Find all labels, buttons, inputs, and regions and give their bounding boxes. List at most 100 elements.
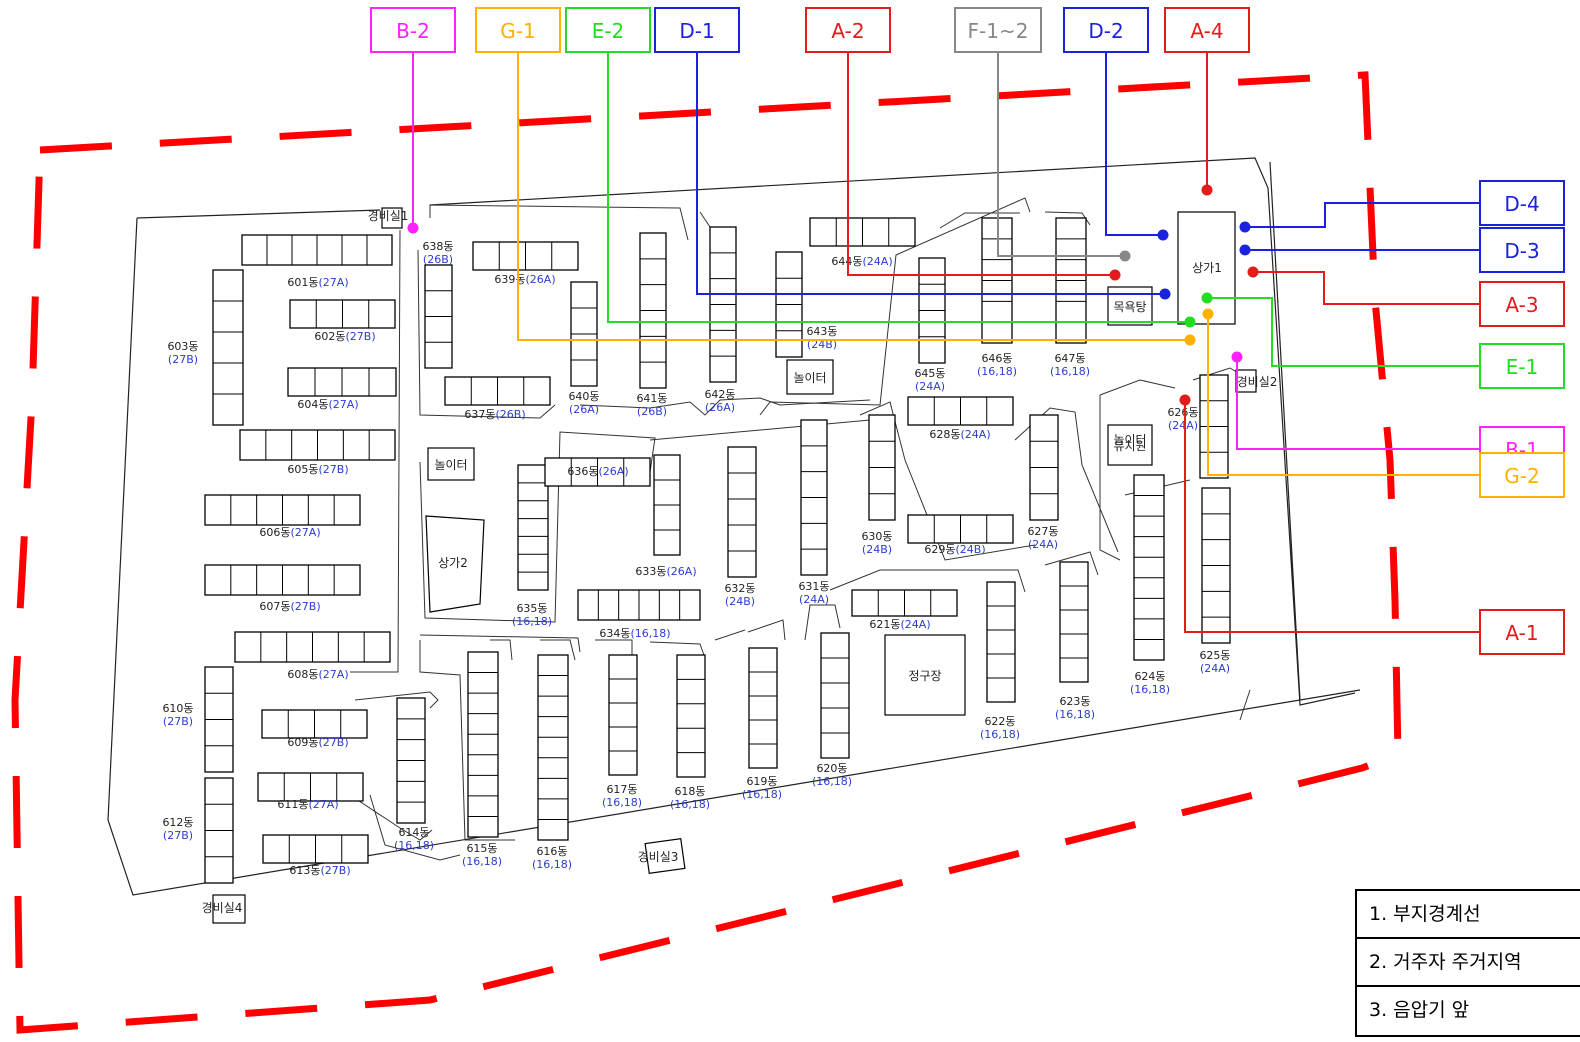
facility-guard3-label: 경비실3	[638, 850, 679, 864]
building-626: 626동(24A)	[1167, 374, 1229, 479]
building-614-name: 614동	[398, 826, 429, 839]
label-text: E-1	[1506, 355, 1539, 379]
road-line	[350, 229, 401, 673]
building-622-name: 622동	[984, 715, 1015, 728]
building-634-type: (16,18)	[631, 627, 671, 640]
building-646-type: (16,18)	[977, 365, 1017, 378]
building-613-label: 613동(27B)	[289, 864, 350, 877]
label-text: B-2	[396, 19, 430, 43]
building-634: 634동(16,18)	[577, 589, 701, 640]
building-641: 641동(26B)	[636, 232, 668, 418]
location-marker	[1179, 394, 1191, 406]
location-marker	[1159, 288, 1171, 300]
building-643-type: (24B)	[807, 338, 837, 351]
building-615-type: (16,18)	[462, 855, 502, 868]
building-604: 604동(27A)	[287, 367, 397, 411]
building-622-type: (16,18)	[980, 728, 1020, 741]
location-label-E-1: E-1	[1479, 343, 1565, 389]
location-label-B-2: B-2	[370, 7, 456, 53]
building-621-label: 621동(24A)	[869, 618, 930, 631]
building-613-name: 613동	[289, 864, 320, 877]
building-645-name: 645동	[914, 367, 945, 380]
building-640-type: (26A)	[569, 403, 599, 416]
building-639-name: 639동	[494, 273, 525, 286]
leader-E-1	[1201, 292, 1480, 367]
building-601-name: 601동	[287, 276, 318, 289]
building-644: 644동(24A)	[809, 217, 916, 268]
facility-guard2-label: 경비실2	[1237, 375, 1278, 389]
label-text: D-1	[679, 19, 714, 43]
location-marker	[1239, 244, 1251, 256]
leader-D-2	[1105, 52, 1169, 241]
label-box	[370, 7, 456, 53]
label-box	[654, 7, 740, 53]
building-628-type: (24A)	[961, 428, 991, 441]
building-614-type: (16,18)	[394, 839, 434, 852]
road-line	[417, 249, 556, 419]
legend-box: 1. 부지경계선 2. 거주자 주거지역 3. 음압기 앞	[1355, 889, 1580, 1037]
building-629-type: (24B)	[955, 543, 985, 556]
building-620: 620동(16,18)	[812, 632, 852, 788]
building-615: 615동(16,18)	[462, 651, 502, 868]
building-604-name: 604동	[297, 398, 328, 411]
road-line	[747, 619, 786, 641]
building-605-name: 605동	[287, 463, 318, 476]
legend-item-boundary: 1. 부지경계선	[1357, 891, 1580, 939]
building-623-name: 623동	[1059, 695, 1090, 708]
label-text: A-2	[831, 19, 864, 43]
building-646-name: 646동	[981, 352, 1012, 365]
building-619-footprint	[748, 647, 778, 769]
label-text: F-1~2	[968, 19, 1029, 43]
building-610-name: 610동	[162, 702, 193, 715]
location-label-G-2: G-2	[1479, 452, 1565, 498]
facility-kinder-label: 유치원	[1113, 439, 1146, 453]
building-635-footprint	[517, 464, 549, 591]
location-label-A-4: A-4	[1164, 7, 1250, 53]
road-line	[859, 401, 1036, 561]
building-640: 640동(26A)	[568, 281, 600, 416]
building-617-name: 617동	[606, 783, 637, 796]
leader-line	[1105, 52, 1163, 236]
building-628-name: 628동	[929, 428, 960, 441]
leader-line	[1207, 314, 1480, 476]
building-631-type: (24A)	[799, 593, 829, 606]
building-633-name: 633동	[635, 565, 666, 578]
facility-guard3: 경비실3	[638, 837, 686, 875]
building-643-name: 643동	[806, 325, 837, 338]
building-623-footprint	[1059, 561, 1089, 683]
building-623: 623동(16,18)	[1055, 561, 1095, 721]
location-label-A-1: A-1	[1479, 609, 1565, 655]
building-642-type: (26A)	[705, 401, 735, 414]
building-602: 602동(27B)	[289, 299, 396, 343]
building-624-name: 624동	[1134, 670, 1165, 683]
building-608-label: 608동(27A)	[287, 668, 348, 681]
leader-line	[1236, 357, 1480, 450]
facility-play2: 놀이터	[427, 447, 475, 481]
building-621-type: (24A)	[901, 618, 931, 631]
location-marker	[1202, 308, 1214, 320]
building-636-type: (26A)	[599, 465, 629, 478]
building-610-type: (27B)	[163, 715, 193, 728]
leader-line	[1253, 271, 1480, 305]
building-615-name: 615동	[466, 842, 497, 855]
label-text: D-3	[1504, 239, 1539, 263]
internal-roads	[349, 197, 1251, 861]
building-628-label: 628동(24A)	[929, 428, 990, 441]
label-box	[475, 7, 561, 53]
building-639-type: (26A)	[526, 273, 556, 286]
building-603: 603동(27B)	[167, 269, 244, 426]
building-637: 637동(26B)	[444, 376, 551, 421]
facility-bath: 목욕탕	[1107, 286, 1153, 326]
building-619-type: (16,18)	[742, 788, 782, 801]
building-604-label: 604동(27A)	[297, 398, 358, 411]
building-616-type: (16,18)	[532, 858, 572, 871]
location-label-F-1~2: F-1~2	[954, 7, 1042, 53]
facility-play3-label: 놀이터	[1113, 433, 1146, 447]
building-628: 628동(24A)	[907, 396, 1014, 441]
building-613: 613동(27B)	[262, 834, 369, 877]
building-617-type: (16,18)	[602, 796, 642, 809]
leader-B-1	[1231, 351, 1480, 450]
location-label-A-3: A-3	[1479, 281, 1565, 327]
location-marker	[407, 222, 419, 234]
